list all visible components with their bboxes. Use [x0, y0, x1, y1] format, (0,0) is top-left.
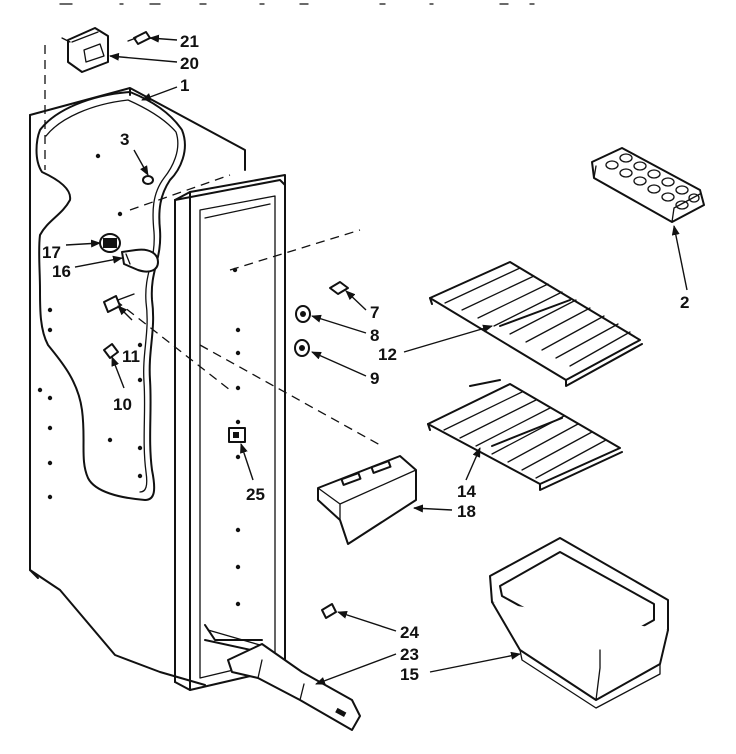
callout-8: 8 [370, 326, 379, 345]
callout-17: 17 [42, 243, 61, 262]
callout-10: 10 [113, 395, 132, 414]
callout-16: 16 [52, 262, 71, 281]
callout-9: 9 [370, 369, 379, 388]
part-24-screw [321, 603, 337, 619]
part-20-cover [61, 27, 109, 73]
part-15-freezer-bin [489, 537, 669, 709]
part-14-wire-shelf [427, 379, 623, 491]
callout-1: 1 [180, 76, 189, 95]
part-7-clip [329, 281, 349, 295]
part-8-grommet [295, 305, 311, 323]
callout-18: 18 [457, 502, 476, 521]
part-11-connector [103, 293, 135, 313]
part-10-connector [103, 343, 119, 359]
callout-20: 20 [180, 54, 199, 73]
part-21-screw [127, 31, 151, 45]
callout-21: 21 [180, 32, 199, 51]
part-17-socket [99, 233, 121, 253]
callout-11: 11 [122, 347, 140, 366]
callout-labels: 21 20 1 3 17 16 11 10 7 8 12 9 2 14 18 2… [42, 32, 689, 684]
part-23-bracket [227, 643, 361, 731]
part-3-screw [142, 175, 154, 185]
callout-12: 12 [378, 345, 397, 364]
part-18-shelf-support [317, 455, 417, 545]
liner-panel [174, 174, 286, 691]
part-16-bulb [121, 248, 159, 273]
callout-25: 25 [246, 485, 265, 504]
callout-15: 15 [400, 665, 419, 684]
callout-7: 7 [370, 303, 379, 322]
callout-23: 23 [400, 645, 419, 664]
callout-14: 14 [457, 482, 476, 501]
freezer-liner [29, 45, 381, 686]
callout-2: 2 [680, 293, 689, 312]
part-12-wire-shelf [429, 261, 643, 387]
callout-3: 3 [120, 130, 129, 149]
callout-24: 24 [400, 623, 419, 642]
part-25-clip [228, 427, 246, 443]
part-9-grommet [294, 339, 310, 357]
part-2-ice-tray [591, 147, 705, 223]
leader-lines [65, 34, 688, 685]
